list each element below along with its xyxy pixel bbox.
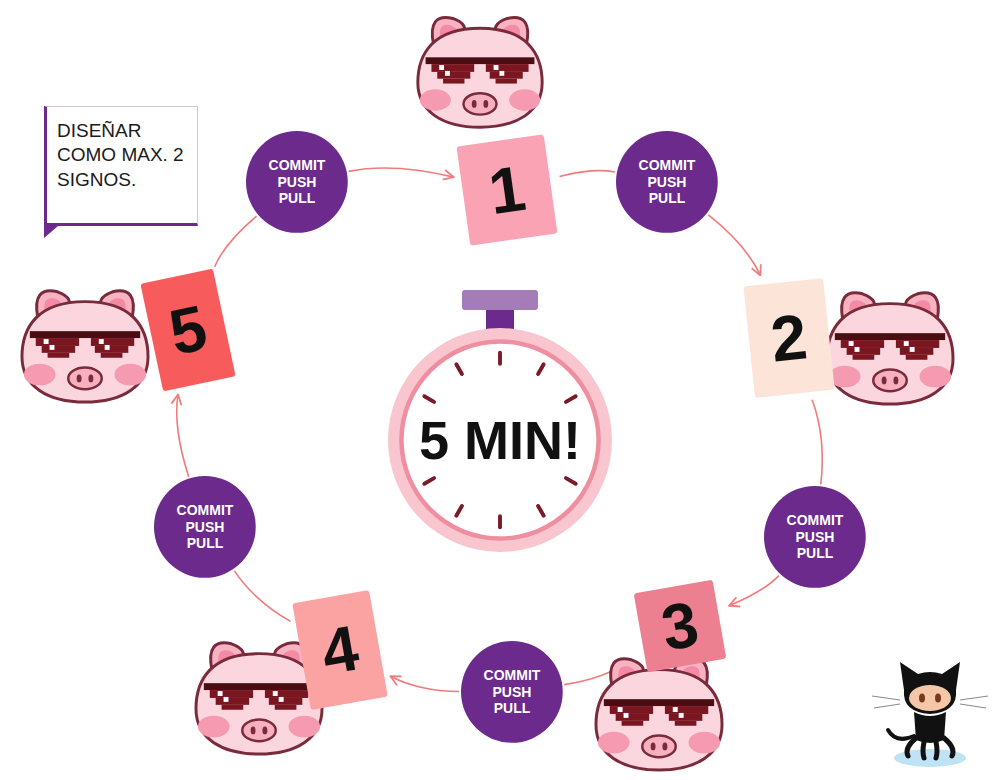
circle-fill — [461, 641, 563, 743]
number-card: 4 — [292, 590, 388, 710]
callout-tail — [44, 224, 58, 238]
step-text: COMMIT PUSH PULL — [632, 157, 702, 207]
note-box: DISEÑAR COMO MAX. 2 SIGNOS. — [44, 106, 198, 226]
octocat-head — [900, 662, 960, 714]
step-circle: COMMIT PUSH PULL — [461, 641, 563, 743]
flow-arrow — [177, 395, 189, 477]
octocat-tentacle — [923, 742, 924, 758]
step-text: COMMIT PUSH PULL — [780, 512, 850, 562]
octocat-tentacle — [936, 742, 937, 758]
octocat-tentacle — [907, 738, 916, 756]
step-text: COMMIT PUSH PULL — [477, 667, 547, 717]
stopwatch-tick — [566, 478, 576, 484]
flow-arrow — [390, 676, 459, 691]
step-text: COMMIT PUSH PULL — [170, 502, 240, 552]
stopwatch-ring — [399, 339, 601, 541]
flow-arrow — [708, 215, 760, 276]
card-number: 4 — [317, 615, 363, 684]
pig-avatar — [827, 293, 953, 404]
octocat-face — [909, 685, 951, 711]
stopwatch-tick — [498, 516, 502, 527]
step-circle: COMMIT PUSH PULL — [616, 131, 718, 233]
stopwatch-tick — [456, 364, 462, 374]
flow-arrow — [560, 171, 616, 177]
number-card: 1 — [456, 134, 557, 245]
flow-arrow — [234, 571, 290, 622]
circle-fill — [616, 131, 718, 233]
number-card: 5 — [140, 269, 235, 392]
octocat-whisker — [874, 704, 900, 708]
stopwatch-button — [462, 290, 538, 310]
octocat-body — [914, 712, 946, 743]
stopwatch-tick — [498, 353, 502, 364]
number-card: 2 — [743, 278, 834, 398]
stopwatch-tick — [456, 506, 462, 516]
stopwatch-tick — [538, 506, 544, 516]
stopwatch-tick — [566, 396, 576, 402]
octocat-whisker — [960, 704, 986, 708]
circle-fill — [764, 486, 866, 588]
octocat-whisker — [872, 696, 900, 700]
octocat-eye — [919, 694, 925, 703]
step-text: COMMIT PUSH PULL — [262, 157, 332, 207]
stopwatch-tick — [424, 478, 434, 484]
timer-text: 5 MIN! — [419, 413, 581, 467]
octocat-icon — [872, 662, 988, 767]
circle-fill — [246, 131, 348, 233]
number-card: 3 — [634, 580, 727, 673]
pig-avatar — [22, 291, 148, 402]
card-number: 5 — [164, 295, 212, 365]
flow-arrow — [349, 168, 454, 177]
stopwatch-tick — [424, 396, 434, 402]
octocat-whisker — [960, 696, 988, 700]
stopwatch-dial — [404, 344, 597, 537]
pig-avatar — [418, 18, 542, 128]
stopwatch-tick — [538, 364, 544, 374]
step-circle: COMMIT PUSH PULL — [154, 476, 256, 578]
card-number: 1 — [485, 156, 529, 224]
octocat-eye — [935, 694, 941, 703]
flow-arrow — [729, 576, 779, 606]
flow-arrow — [812, 400, 822, 485]
step-circle: COMMIT PUSH PULL — [764, 486, 866, 588]
stopwatch: 5 MIN! — [388, 328, 612, 552]
card-number: 2 — [768, 304, 810, 371]
step-circle: COMMIT PUSH PULL — [246, 131, 348, 233]
note-text: DISEÑAR COMO MAX. 2 SIGNOS. — [57, 119, 185, 192]
stopwatch-rim — [388, 328, 612, 552]
octocat-tentacle — [944, 738, 953, 756]
flow-arrow — [215, 216, 257, 267]
card-number: 3 — [657, 591, 703, 660]
pig-avatar — [596, 659, 722, 770]
circle-fill — [154, 476, 256, 578]
octocat-tail — [888, 730, 914, 739]
